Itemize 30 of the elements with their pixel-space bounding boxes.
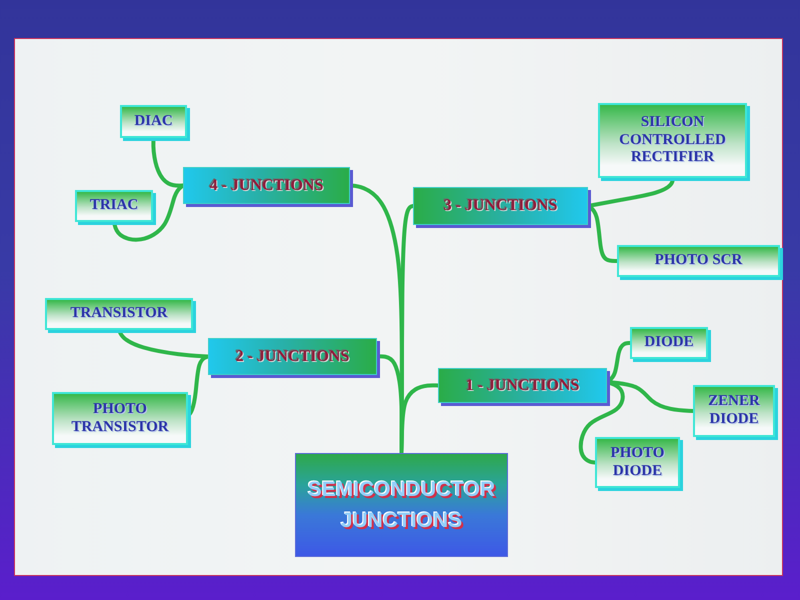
topic-label: SEMICONDUCTOR JUNCTIONS (306, 476, 496, 534)
branch-box (208, 338, 377, 375)
branch-label: 2 - JUNCTIONS (236, 348, 350, 366)
leaf-box (598, 103, 747, 178)
leaf-label: SILICON CONTROLLED RECTIFIER (618, 114, 727, 168)
branch-label: 4 - JUNCTIONS (210, 176, 324, 194)
leaf-box (52, 392, 188, 445)
leaf-box (120, 105, 187, 138)
leaf-box (630, 327, 708, 359)
leaf-box (617, 245, 780, 277)
leaf-label: PHOTO TRANSISTOR (70, 400, 170, 436)
leaf-label: PHOTO SCR (654, 252, 742, 270)
leaf-label: PHOTO DIODE (610, 444, 666, 480)
leaf-label: TRIAC (90, 197, 138, 215)
connector-line (400, 383, 440, 455)
branch-label: 1 - JUNCTIONS (466, 376, 580, 394)
topic-box (295, 453, 508, 557)
connector-line (112, 184, 185, 242)
leaf-box (75, 190, 153, 222)
leaf-label: ZENER DIODE (707, 393, 761, 429)
leaf-label: DIODE (644, 334, 694, 352)
branch-box (413, 187, 588, 225)
branch-box (183, 167, 350, 204)
leaf-label: TRANSISTOR (70, 305, 168, 323)
leaf-box (595, 437, 680, 488)
branch-label: 3 - JUNCTIONS (444, 197, 558, 215)
leaf-box (693, 385, 775, 437)
leaf-box (45, 298, 193, 330)
leaf-label: DIAC (134, 112, 173, 130)
branch-box (438, 368, 607, 403)
